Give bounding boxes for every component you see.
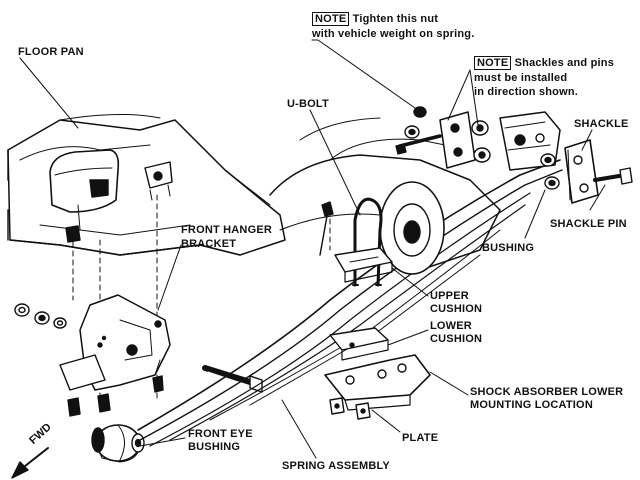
label-lower-cushion-1: LOWER <box>430 320 472 332</box>
spring-plate <box>324 354 431 411</box>
label-upper-cushion-2: CUSHION <box>430 303 483 315</box>
front-hanger-bracket <box>59 294 171 391</box>
leader-lines <box>19 39 606 459</box>
shackle <box>564 139 599 204</box>
lower-cushion <box>329 327 389 361</box>
note-shackles-pins-line2: must be installed <box>474 72 568 84</box>
note-text-line1: Tighten this nut <box>352 13 439 25</box>
label-lower-cushion-2: CUSHION <box>430 333 483 345</box>
label-spring-assembly: SPRING ASSEMBLY <box>282 460 390 472</box>
hanger-washers <box>14 303 67 329</box>
label-front-eye-bushing-2: BUSHING <box>188 441 241 453</box>
floor-bolt-left <box>65 225 81 301</box>
note-shackles-pins-line3: in direction shown. <box>474 86 579 98</box>
label-shock-lower-2: MOUNTING LOCATION <box>470 399 593 411</box>
floor-tab <box>144 161 173 201</box>
front-eye-bushing <box>91 424 145 463</box>
note-tag: NOTE <box>312 12 350 26</box>
floor-bracket-block <box>49 149 120 231</box>
label-upper-cushion-1: UPPER <box>430 290 469 302</box>
note-tighten-nut-line2: with vehicle weight on spring. <box>312 28 475 40</box>
label-floor-pan: FLOOR PAN <box>18 46 84 58</box>
label-front-hanger-bracket-1: FRONT HANGER <box>181 224 273 236</box>
label-front-hanger-bracket-2: BRACKET <box>181 238 237 250</box>
label-shackle-pin: SHACKLE PIN <box>550 218 627 230</box>
note-text-line1: Shackles and pins <box>514 57 615 69</box>
label-plate: PLATE <box>402 432 439 444</box>
note-tag: NOTE <box>474 56 512 70</box>
u-bolt <box>352 197 383 287</box>
shackle-bushings <box>540 153 560 190</box>
shackle-assembly-inboard <box>395 106 491 169</box>
note-shackles-pins: NOTE Shackles and pins <box>474 56 615 70</box>
shackle-pin <box>593 167 633 185</box>
label-shock-lower-1: SHOCK ABSORBER LOWER <box>470 386 624 398</box>
label-u-bolt: U-BOLT <box>287 98 329 110</box>
label-bushing: BUSHING <box>482 242 535 254</box>
label-front-eye-bushing-1: FRONT EYE <box>188 428 253 440</box>
axle-housing <box>269 117 501 275</box>
upper-cushion <box>334 247 393 283</box>
fwd-arrow <box>11 447 49 479</box>
axle-stud <box>319 201 334 256</box>
bracket-bolts <box>67 375 164 417</box>
plate-nuts <box>329 397 371 420</box>
label-shackle: SHACKLE <box>574 118 629 130</box>
note-tighten-nut: NOTE Tighten this nut <box>312 12 439 26</box>
